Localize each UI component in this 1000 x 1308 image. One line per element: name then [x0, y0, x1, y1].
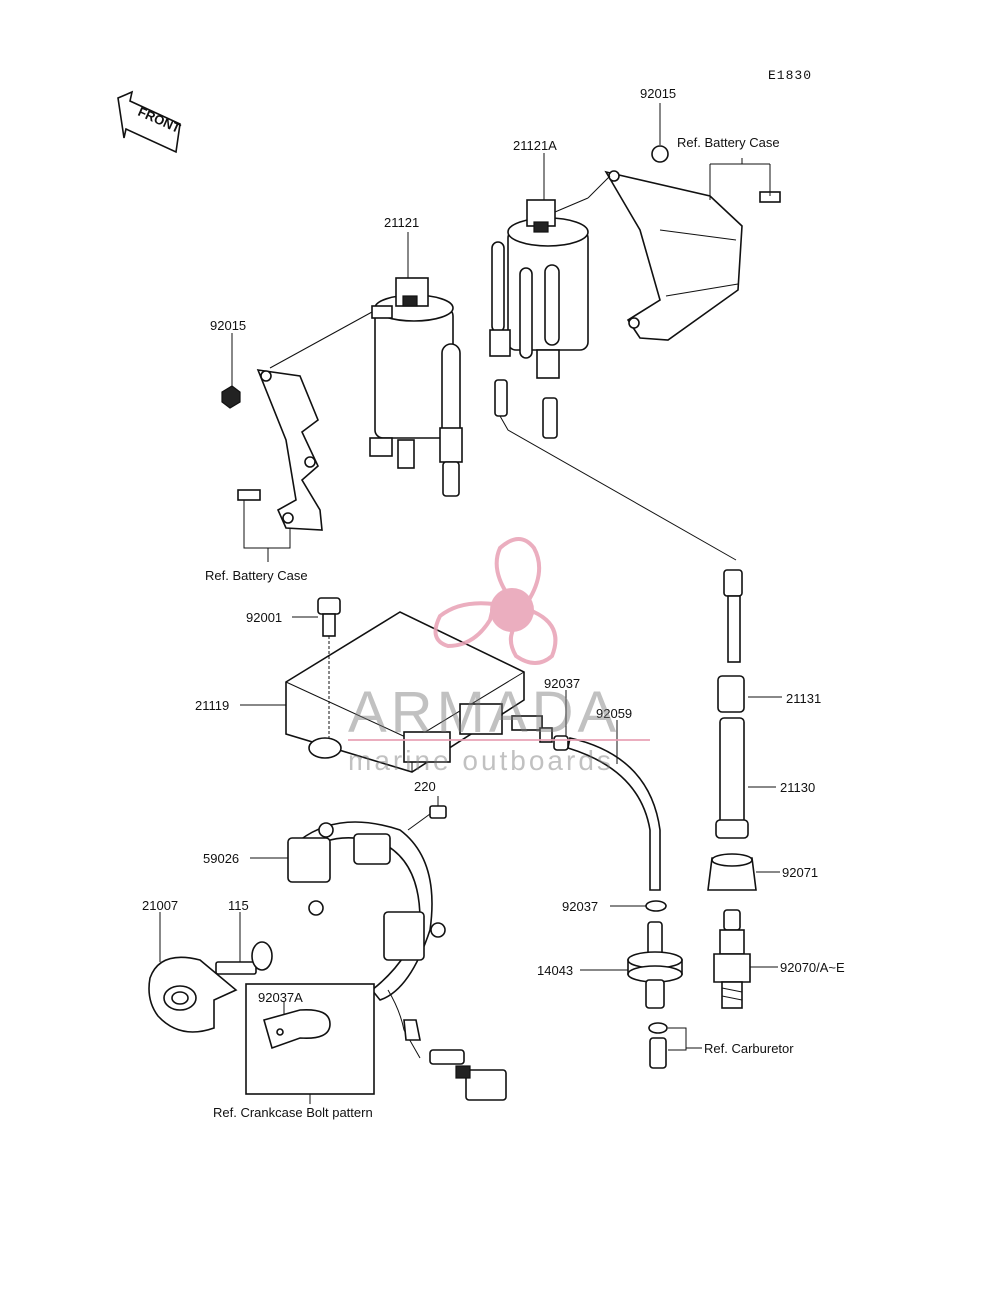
label-92001: 92001: [246, 610, 282, 625]
label-ref-battery-case-top: Ref. Battery Case: [677, 135, 780, 150]
pickup-coil-59026: [287, 821, 507, 1101]
label-14043: 14043: [537, 963, 573, 978]
label-21131: 21131: [786, 691, 821, 706]
plug-cap-assembly: [707, 569, 757, 891]
label-92015-top: 92015: [640, 86, 676, 101]
bracket-left: [221, 369, 323, 531]
label-21121: 21121: [384, 215, 419, 230]
label-21119: 21119: [195, 698, 229, 713]
label-92037A: 92037A: [258, 990, 303, 1005]
label-ref-carburetor: Ref. Carburetor: [704, 1041, 794, 1056]
label-92037-b: 92037: [562, 899, 598, 914]
ignition-coil-21121A: [489, 197, 589, 439]
label-220: 220: [414, 779, 436, 794]
label-92037-a: 92037: [544, 676, 580, 691]
bolt-92001: [317, 597, 341, 637]
label-92070: 92070/A~E: [780, 960, 845, 975]
label-21007: 21007: [142, 898, 178, 913]
label-ref-crankcase: Ref. Crankcase Bolt pattern: [213, 1105, 373, 1120]
label-92059: 92059: [596, 706, 632, 721]
ignition-coil-21121: [369, 277, 463, 497]
propeller-logo-icon: [433, 537, 558, 665]
armada-watermark: ARMADA marine outboards: [348, 537, 650, 776]
diagram-code: E1830: [768, 68, 812, 83]
bracket-right: [604, 145, 781, 341]
front-arrow-icon: FRONT: [117, 90, 183, 154]
label-21121A: 21121A: [513, 138, 557, 153]
vacuum-valve-14043: [627, 921, 683, 1009]
igniter-box-21119: [285, 611, 569, 773]
label-92071: 92071: [782, 865, 818, 880]
timing-rotor-21007: [148, 956, 238, 1033]
watermark-brand: ARMADA: [348, 680, 620, 745]
label-21130: 21130: [780, 780, 815, 795]
spark-plug: [713, 909, 751, 1009]
label-115: 115: [228, 898, 249, 913]
bolt-115: [215, 941, 273, 975]
bolt-220: [407, 805, 447, 831]
label-ref-battery-case-left: Ref. Battery Case: [205, 568, 308, 583]
label-59026: 59026: [203, 851, 239, 866]
watermark-tagline: marine outboards: [348, 745, 614, 776]
label-92015-left: 92015: [210, 318, 246, 333]
